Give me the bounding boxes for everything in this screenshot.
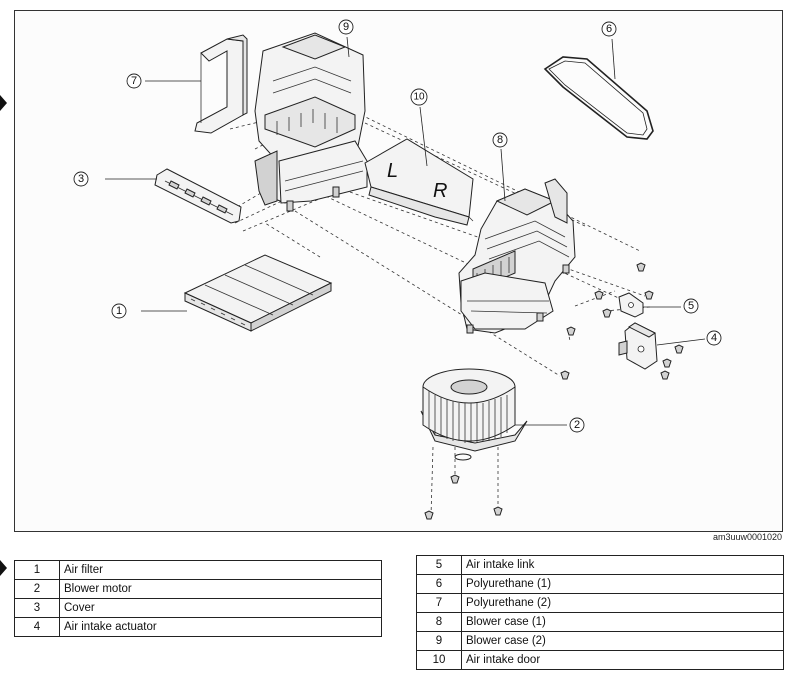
legend-number: 1 [14, 560, 60, 580]
legend-part-name: Air intake link [461, 555, 784, 575]
callout-5: 5 [683, 298, 699, 314]
legend-row: 9 Blower case (2) [416, 631, 784, 651]
legend-part-name: Air intake door [461, 650, 784, 670]
legend-part-name: Air filter [59, 560, 382, 580]
legend-part-name: Polyurethane (1) [461, 574, 784, 594]
callout-10-number: 10 [413, 92, 425, 103]
part-polyurethane-2-illustration [194, 34, 248, 134]
legend-table-right: 5 Air intake link 6 Polyurethane (1) 7 P… [416, 555, 784, 670]
callout-8-number: 8 [497, 134, 503, 146]
callout-9-number: 9 [343, 21, 349, 33]
callout-7-number: 7 [131, 75, 137, 87]
legend-number: 3 [14, 598, 60, 618]
part-air-intake-link-illustration [618, 292, 644, 318]
part-cover-illustration [154, 168, 242, 224]
legend-row: 1 Air filter [14, 560, 382, 580]
part-air-intake-actuator-illustration [618, 322, 658, 370]
screws [424, 262, 684, 520]
legend-number: 10 [416, 650, 462, 670]
callout-4: 4 [706, 330, 722, 346]
callout-6: 6 [601, 21, 617, 37]
callout-10: 10 [410, 88, 428, 106]
legend-row: 8 Blower case (1) [416, 612, 784, 632]
legend-row: 3 Cover [14, 598, 382, 618]
exploded-view-diagram: L R [14, 10, 783, 532]
legend-number: 5 [416, 555, 462, 575]
callout-3: 3 [73, 171, 89, 187]
part-air-filter-illustration [183, 254, 333, 332]
callout-leader-lines [105, 36, 706, 426]
figure-code: am3uuw0001020 [712, 532, 782, 542]
callout-2-number: 2 [574, 419, 580, 431]
callout-3-number: 3 [78, 173, 84, 185]
diagram-drawing: L R [73, 19, 722, 520]
callout-5-number: 5 [688, 300, 694, 312]
callout-7: 7 [126, 73, 142, 89]
door-left-mark: L [387, 160, 398, 182]
callout-8: 8 [492, 132, 508, 148]
part-air-intake-door-illustration: L R [364, 138, 474, 226]
legend-number: 6 [416, 574, 462, 594]
legend-row: 4 Air intake actuator [14, 617, 382, 637]
legend-number: 2 [14, 579, 60, 599]
callout-2: 2 [569, 417, 585, 433]
legend-row: 5 Air intake link [416, 555, 784, 575]
callout-4-number: 4 [711, 332, 717, 344]
legend-part-name: Air intake actuator [59, 617, 382, 637]
page-edge-marker-top [0, 95, 7, 111]
callout-1-number: 1 [116, 305, 122, 317]
legend-number: 8 [416, 612, 462, 632]
legend-row: 10 Air intake door [416, 650, 784, 670]
legend-part-name: Blower motor [59, 579, 382, 599]
legend-part-name: Polyurethane (2) [461, 593, 784, 613]
legend-number: 9 [416, 631, 462, 651]
legend-number: 7 [416, 593, 462, 613]
part-blower-case-1-illustration [458, 178, 576, 334]
callout-9: 9 [338, 19, 354, 35]
assembly-guide-lines [226, 92, 651, 517]
legend-row: 2 Blower motor [14, 579, 382, 599]
legend-part-name: Cover [59, 598, 382, 618]
legend-table-left: 1 Air filter 2 Blower motor 3 Cover 4 Ai… [14, 560, 382, 637]
door-right-mark: R [433, 180, 447, 202]
legend-part-name: Blower case (1) [461, 612, 784, 632]
part-blower-case-2-illustration [254, 32, 368, 212]
page-edge-marker-bottom [0, 560, 7, 576]
legend-row: 7 Polyurethane (2) [416, 593, 784, 613]
callout-6-number: 6 [606, 23, 612, 35]
legend-part-name: Blower case (2) [461, 631, 784, 651]
part-polyurethane-1-illustration [543, 56, 654, 140]
callout-1: 1 [111, 303, 127, 319]
legend-number: 4 [14, 617, 60, 637]
part-blower-motor-illustration [420, 368, 528, 461]
legend-row: 6 Polyurethane (1) [416, 574, 784, 594]
